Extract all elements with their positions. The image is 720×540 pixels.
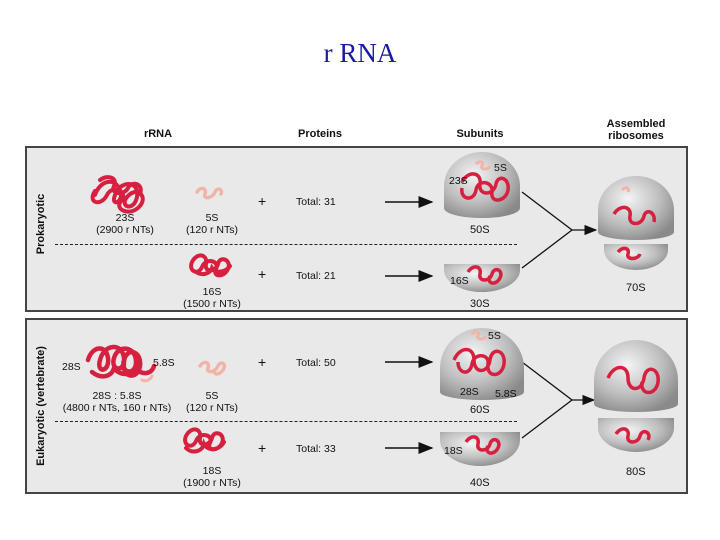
eukaryotic-label: Eukaryotic (vertebrate) bbox=[35, 346, 47, 466]
proteins-40s: Total: 33 bbox=[296, 443, 336, 455]
header-assembled-line1: Assembled bbox=[606, 118, 666, 130]
label-16s: 16S (1500 r NTs) bbox=[172, 286, 252, 310]
label-5s-euk-size: (120 r NTs) bbox=[186, 402, 238, 414]
prokaryotic-label: Prokaryotic bbox=[35, 193, 47, 255]
subunit-60s-label: 60S bbox=[470, 404, 490, 416]
slide-title: r RNA bbox=[323, 38, 397, 68]
assembled-70s-label: 70S bbox=[626, 282, 646, 294]
subunit-60s-28s-label: 28S bbox=[460, 386, 479, 398]
label-5s-euk-name: 5S bbox=[205, 390, 219, 402]
label-5s: 5S (120 r NTs) bbox=[172, 212, 252, 236]
subunit-40s-18s-label: 18S bbox=[444, 445, 463, 457]
label-28s-58s-size: (4800 r NTs, 160 r NTs) bbox=[62, 402, 172, 414]
label-23s-size: (2900 r NTs) bbox=[96, 224, 154, 236]
label-18s-name: 18S bbox=[202, 465, 222, 477]
header-assembled: Assembled ribosomes bbox=[596, 118, 676, 142]
plus-50s: + bbox=[258, 193, 267, 209]
label-23s: 23S (2900 r NTs) bbox=[85, 212, 165, 236]
subunit-30s-label: 30S bbox=[470, 298, 490, 310]
header-subunits: Subunits bbox=[456, 128, 504, 140]
plus-40s: + bbox=[258, 440, 267, 456]
proteins-60s: Total: 50 bbox=[296, 357, 336, 369]
header-assembled-line2: ribosomes bbox=[608, 130, 664, 142]
eukaryotic-divider bbox=[55, 421, 517, 422]
label-16s-name: 16S bbox=[202, 286, 222, 298]
label-28s-58s: 28S : 5.8S (4800 r NTs, 160 r NTs) bbox=[52, 390, 182, 414]
label-58s: 5.8S bbox=[153, 357, 175, 369]
label-18s: 18S (1900 r NTs) bbox=[172, 465, 252, 489]
subunit-50s-label: 50S bbox=[470, 224, 490, 236]
proteins-50s: Total: 31 bbox=[296, 196, 336, 208]
subunit-30s-16s-label: 16S bbox=[450, 275, 469, 287]
subunit-50s-5s-label: 5S bbox=[494, 162, 507, 174]
prokaryotic-divider bbox=[55, 244, 517, 245]
subunit-40s-label: 40S bbox=[470, 477, 490, 489]
label-28s-58s-name: 28S : 5.8S bbox=[92, 390, 142, 402]
header-proteins: Proteins bbox=[297, 128, 342, 140]
label-23s-name: 23S bbox=[115, 212, 135, 224]
label-16s-size: (1500 r NTs) bbox=[183, 298, 241, 310]
label-18s-size: (1900 r NTs) bbox=[183, 477, 241, 489]
prokaryotic-panel bbox=[25, 146, 688, 312]
assembled-80s-label: 80S bbox=[626, 466, 646, 478]
proteins-30s: Total: 21 bbox=[296, 270, 336, 282]
header-rrna: rRNA bbox=[143, 128, 173, 140]
plus-30s: + bbox=[258, 266, 267, 282]
label-5s-size: (120 r NTs) bbox=[186, 224, 238, 236]
subunit-50s-23s-label: 23S bbox=[449, 175, 468, 187]
subunit-60s-5s-label: 5S bbox=[488, 330, 501, 342]
label-5s-name: 5S bbox=[205, 212, 219, 224]
label-28s: 28S bbox=[62, 361, 81, 373]
plus-60s: + bbox=[258, 354, 267, 370]
label-5s-euk: 5S (120 r NTs) bbox=[172, 390, 252, 414]
subunit-60s-58s-label: 5.8S bbox=[495, 388, 517, 400]
